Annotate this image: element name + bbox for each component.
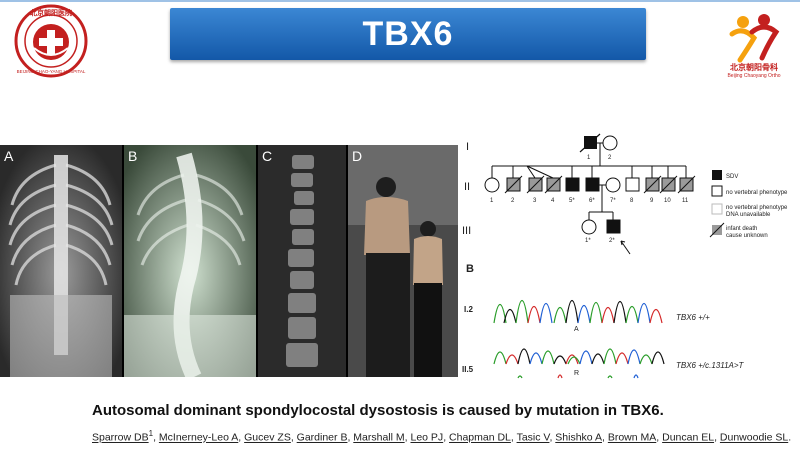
chest-xray-image: [0, 145, 122, 377]
trace-base-2: R: [574, 370, 579, 377]
gen2-id: 3: [533, 198, 537, 204]
pedigree-gen2-ids: 1 2 3 4 5* 6* 7* 8 9 10 11: [490, 198, 689, 204]
panel-b-label: B: [466, 263, 474, 275]
gen-label-1: I: [466, 141, 469, 153]
author-link[interactable]: Chapman DL: [449, 431, 511, 444]
author-link[interactable]: Leo PJ: [410, 431, 444, 444]
orthopedics-logo: [729, 14, 780, 63]
author-link[interactable]: Tasic V: [516, 431, 550, 444]
gen3-id-2: 2*: [609, 238, 615, 244]
chromatogram-trace-1: [493, 300, 663, 324]
gen2-id: 8: [630, 198, 634, 204]
gen2-id: 11: [682, 198, 689, 204]
gen2-id: 4: [551, 198, 555, 204]
trace-row-1: I.2: [464, 305, 473, 314]
author-link[interactable]: Gardiner B: [296, 431, 348, 444]
pedigree-legend: SDV no vertebral phenotype no vertebral …: [709, 170, 788, 239]
legend-dna-1: no vertebral phenotype: [726, 205, 788, 211]
panel-label-a: A: [4, 148, 14, 164]
gen2-id: 6*: [589, 198, 595, 204]
author-link[interactable]: Brown MA: [607, 431, 657, 444]
panel-label-d: D: [352, 148, 363, 164]
trace-row-2: II.5: [462, 365, 474, 374]
gen3-id-1: 1*: [585, 238, 591, 244]
author-link[interactable]: Marshall M: [353, 431, 405, 444]
gen2-id: 1: [490, 198, 494, 204]
chest-xray-image-b: [124, 145, 256, 377]
gen2-id: 5*: [569, 198, 575, 204]
gen2-id: 9: [650, 198, 654, 204]
gen2-id: 7*: [610, 198, 616, 204]
gen1-id-1: 1: [587, 155, 591, 161]
gen2-id: 10: [664, 198, 671, 204]
author-link[interactable]: Gucev ZS: [244, 431, 291, 444]
logo-text-en: Beijing Chaoyang Ortho: [727, 73, 781, 79]
pedigree-figure: I II III 1 2 1 2 3 4 5* 6* 7* 8: [462, 133, 788, 379]
pedigree-gen1: 1 2: [579, 133, 618, 166]
logo-text-cn: 北京朝阳骨科: [730, 63, 778, 72]
spine-xray-image: [258, 145, 346, 377]
slide-title: TBX6: [362, 14, 454, 53]
orthopedics-logo-text: 北京朝阳骨科 Beijing Chaoyang Ortho: [718, 62, 790, 79]
trace-base-1: A: [574, 326, 579, 333]
xray-panel-a: A: [0, 145, 122, 377]
xray-panel-c: C: [258, 145, 346, 377]
trace-genotype-1: TBX6 +/+: [676, 313, 710, 322]
author-superscript: 1: [148, 429, 154, 438]
svg-text:BEIJING CHAO-YANG HOSPITAL: BEIJING CHAO-YANG HOSPITAL: [17, 69, 86, 74]
legend-infant-1: infant death: [726, 226, 757, 232]
author-link[interactable]: Sparrow DB: [92, 431, 149, 444]
photo-panel-d: D: [348, 145, 458, 377]
figure-strip: A B: [0, 145, 458, 377]
title-banner: TBX6: [170, 8, 646, 60]
gen1-id-2: 2: [608, 155, 612, 161]
pedigree-gen2: [484, 165, 696, 212]
author-link[interactable]: Duncan EL: [662, 431, 715, 444]
author-link[interactable]: McInerney-Leo A: [158, 431, 239, 444]
author-list: Sparrow DB1, McInerney-Leo A, Gucev ZS, …: [92, 429, 792, 444]
legend-no-phenotype: no vertebral phenotype: [726, 190, 788, 196]
gen-label-3: III: [462, 225, 471, 237]
patients-photo: [348, 145, 458, 377]
paper-title-caption: Autosomal dominant spondylocostal dysost…: [92, 402, 664, 419]
legend-sdv: SDV: [726, 174, 738, 180]
panel-label-b: B: [128, 148, 138, 164]
legend-infant-2: cause unknown: [726, 233, 768, 239]
top-rule: [0, 0, 800, 2]
gen-label-2: II: [464, 181, 470, 193]
author-list-end: .: [788, 431, 792, 444]
panel-label-c: C: [262, 148, 273, 164]
legend-dna-2: DNA unavailable: [726, 212, 771, 218]
chromatogram-trace-2: [493, 348, 665, 379]
xray-panel-b: B: [124, 145, 256, 377]
trace-genotype-2: TBX6 +/c.1311A>T: [676, 361, 745, 370]
svg-text:北京朝阳医院: 北京朝阳医院: [30, 8, 72, 17]
author-link[interactable]: Dunwoodie SL: [719, 431, 789, 444]
hospital-seal-logo: 北京朝阳医院 BEIJING CHAO-YANG HOSPITAL: [14, 4, 88, 78]
pedigree-gen3: [581, 211, 631, 255]
gen2-id: 2: [511, 198, 515, 204]
author-link[interactable]: Shishko A: [555, 431, 602, 444]
